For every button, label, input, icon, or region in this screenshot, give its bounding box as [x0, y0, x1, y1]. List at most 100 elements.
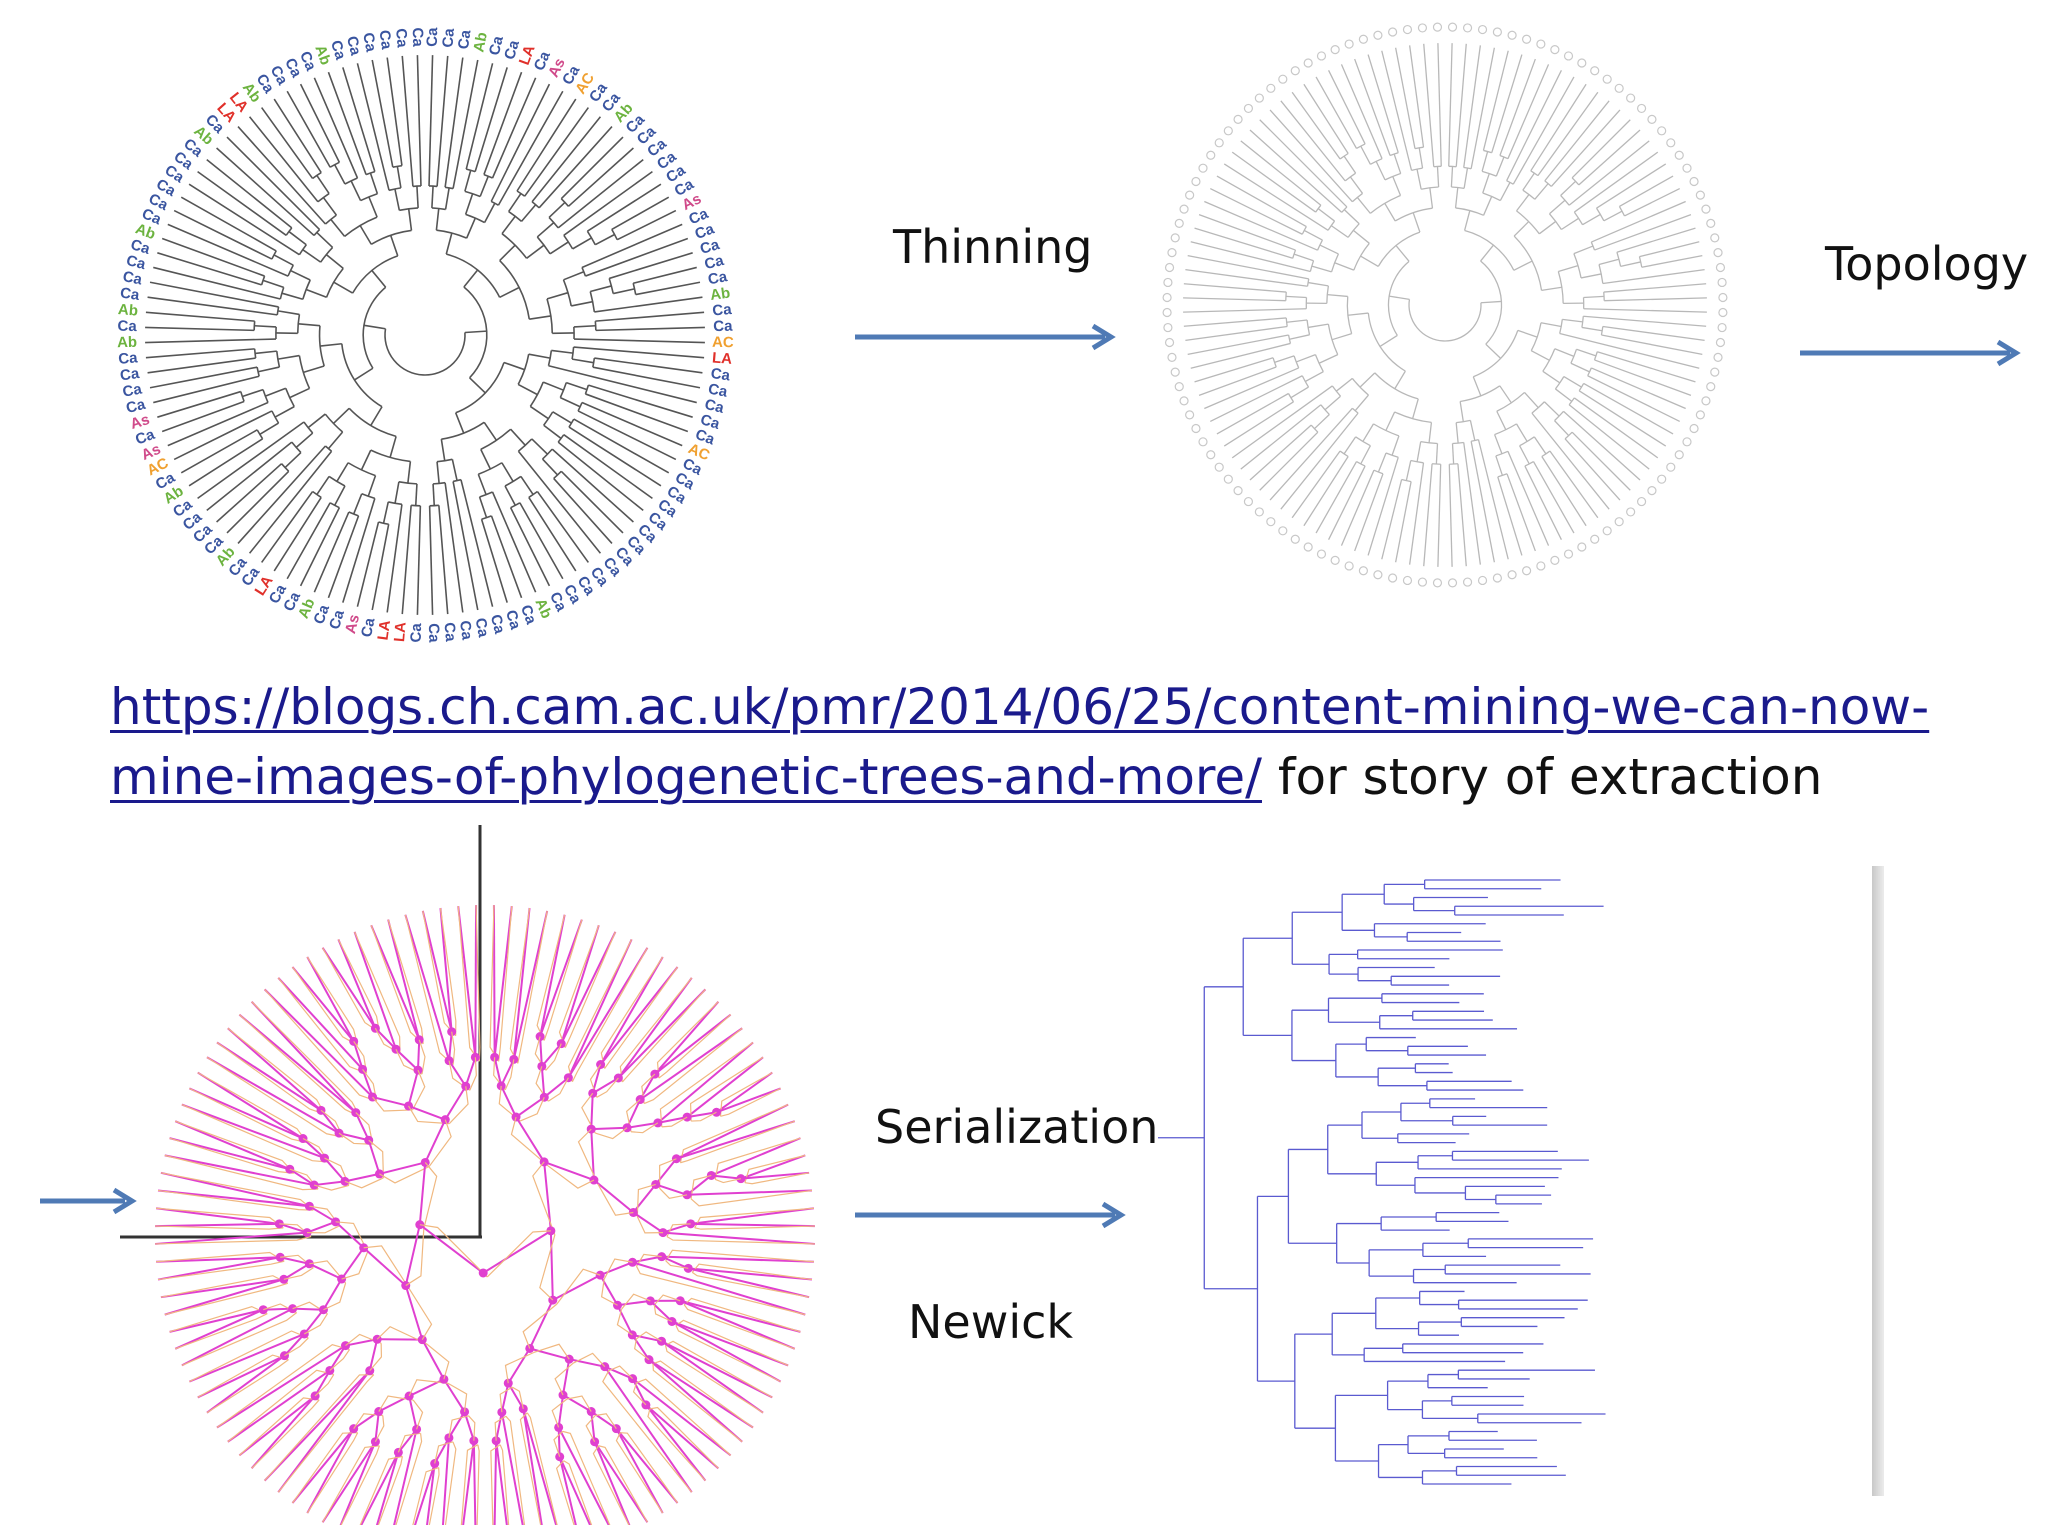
tip-label: Ca: [707, 268, 730, 288]
topology-edge: [688, 1267, 810, 1299]
tree-branch: [1513, 221, 1530, 237]
topology-node: [470, 1052, 480, 1062]
tree-branch: [464, 193, 474, 215]
tree-branch: [327, 515, 360, 599]
topology-edge: [512, 910, 549, 1060]
topology-edge: [291, 966, 355, 1042]
tip-label: LA: [711, 349, 732, 368]
tree-branch: [197, 421, 305, 500]
tree-branch: [444, 482, 464, 613]
topology-edge: [599, 966, 679, 1066]
tree-branch: [284, 451, 302, 469]
tree-branch: [360, 449, 372, 471]
source-trace: [499, 1386, 513, 1413]
topology-node: [682, 1112, 692, 1122]
source-link[interactable]: https://blogs.ch.cam.ac.uk/pmr/2014/06/2…: [110, 678, 1929, 806]
tree-arc: [1573, 211, 1584, 226]
tip-label: Ca: [486, 34, 507, 57]
tree-branch: [356, 521, 380, 607]
source-trace: [564, 931, 616, 1048]
tree-branch: [354, 367, 374, 381]
source-trace: [376, 1326, 427, 1345]
topology-edge: [657, 1041, 754, 1124]
thinned-tip: [1344, 39, 1354, 49]
tree-branch: [277, 354, 300, 360]
tree-arc: [1385, 452, 1399, 458]
tree-arc: [560, 198, 570, 207]
tip-label: Ca: [124, 396, 147, 417]
tree-branch: [1594, 214, 1692, 251]
thinned-tip: [1507, 570, 1517, 580]
thinned-tip: [1164, 262, 1175, 273]
tree-branch: [585, 237, 689, 277]
tip-label: Ca: [710, 365, 732, 385]
tree-branch: [1497, 476, 1523, 556]
tree-arc: [1530, 170, 1539, 177]
source-trace: [510, 1116, 549, 1167]
tree-branch: [206, 441, 293, 512]
tree-branch: [1554, 420, 1570, 436]
topology-edge: [419, 1223, 484, 1274]
tree-branch: [1480, 244, 1495, 262]
tree-arc: [1315, 204, 1322, 213]
topology-edge: [648, 1358, 754, 1429]
tree-branch: [1291, 450, 1341, 519]
tree-branch: [504, 485, 516, 506]
tree-branch: [1293, 253, 1314, 262]
source-trace: [621, 1293, 651, 1310]
tree-branch: [265, 387, 287, 397]
tree-branch: [1571, 119, 1631, 179]
source-trace: [344, 1177, 384, 1189]
topology-edge: [363, 1247, 407, 1287]
tree-branch: [416, 55, 422, 186]
tree-branch: [1408, 45, 1425, 148]
tree-branch: [479, 175, 490, 197]
tree-branch: [1455, 422, 1459, 444]
tree-arc: [1516, 210, 1540, 235]
tree-branch: [1532, 461, 1575, 534]
tip-label: Ca: [517, 603, 540, 627]
tree-branch: [1448, 43, 1453, 167]
topology-edge: [590, 1129, 595, 1181]
topology-edge: [557, 1394, 564, 1428]
tree-branch: [1560, 180, 1576, 196]
tree-branch: [216, 147, 315, 237]
tip-label: As: [545, 55, 569, 80]
topology-edge: [662, 1231, 815, 1245]
tree-branch: [1354, 394, 1369, 412]
tree-branch: [1463, 210, 1471, 231]
tree-branch: [497, 90, 564, 206]
tree-branch: [1472, 376, 1482, 397]
tree-branch: [1418, 147, 1424, 169]
tree-branch: [149, 366, 258, 389]
tree-branch: [1185, 268, 1308, 287]
tree-branch: [1393, 153, 1402, 174]
thinned-tip: [1243, 496, 1254, 507]
topology-edge: [216, 1041, 322, 1112]
topology-edge: [543, 1161, 552, 1231]
topology-edge: [408, 1395, 418, 1430]
thinned-tip: [1223, 126, 1233, 136]
source-trace: [636, 1378, 732, 1456]
tree-branch: [1555, 388, 1573, 402]
thinned-tip: [1206, 150, 1216, 160]
tip-label: Ca: [698, 411, 722, 433]
tree-branch: [477, 473, 487, 495]
tip-label: Ca: [296, 49, 319, 74]
tree-branch: [1549, 199, 1566, 215]
topology-edge: [654, 1000, 720, 1075]
tree-branch: [342, 498, 376, 603]
thinned-tip: [1577, 542, 1587, 552]
tree-branch: [145, 311, 255, 322]
source-trace: [680, 1120, 795, 1164]
thinned-tip: [1492, 573, 1502, 583]
source-trace: [539, 1234, 556, 1301]
thinned-tip: [1462, 23, 1473, 33]
tree-branch: [299, 83, 341, 163]
tree-branch: [1198, 366, 1277, 396]
topology-edge: [740, 1171, 810, 1180]
source-trace: [691, 1271, 810, 1298]
source-trace: [545, 1043, 562, 1071]
tree-branch: [1259, 119, 1348, 208]
source-trace: [690, 1189, 813, 1207]
